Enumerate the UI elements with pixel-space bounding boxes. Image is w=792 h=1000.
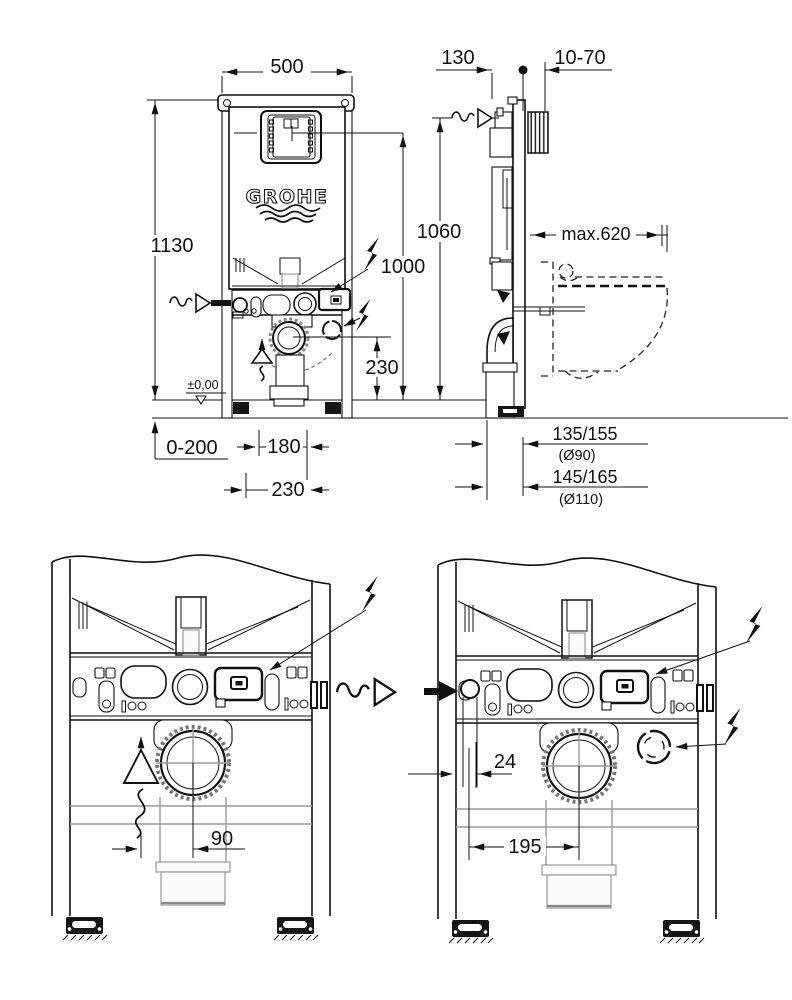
svg-text:max.620: max.620	[561, 224, 630, 244]
lightning-bolt-icon	[269, 576, 378, 671]
dim-bowl-max-depth: max.620	[530, 224, 668, 252]
dim-side-height: 1060	[416, 117, 463, 400]
svg-text:230: 230	[365, 357, 398, 379]
lightning-bolt-icon	[655, 606, 763, 675]
dim-inlet-offset: 24	[408, 742, 516, 788]
heat-warning-icon	[250, 338, 274, 382]
svg-text:500: 500	[270, 56, 303, 78]
detail-view-right: 24 195	[408, 555, 763, 945]
svg-text:1000: 1000	[381, 256, 426, 278]
dim-drain-offset: 195	[468, 748, 580, 860]
front-view: GROHE	[169, 94, 355, 419]
water-flow-icon	[169, 293, 231, 313]
dim-floor-buildup: 0-200	[151, 421, 228, 460]
lightning-bolt-icon	[675, 708, 741, 750]
insert-arrow-icon	[424, 681, 458, 701]
floor-level-marker: ±0,00	[186, 378, 226, 406]
side-view	[451, 96, 669, 419]
water-flow-icon	[451, 108, 499, 128]
dim-actuator-height: 1000	[234, 126, 426, 400]
dim-outlet-offset-a: 180	[237, 430, 329, 498]
dim-wall-distance: 10-70	[518, 47, 612, 111]
dim-outlet-height: 230	[293, 336, 402, 400]
dim-drain-pos-90: 135/155	[552, 424, 617, 444]
knockout-opening	[636, 729, 672, 765]
svg-text:0-200: 0-200	[166, 437, 217, 459]
detail-view-left: 90	[50, 552, 397, 942]
toilet-bowl-outline	[539, 261, 669, 379]
dim-drain-dia-110: (Ø110)	[559, 492, 603, 508]
water-flow-icon	[335, 677, 397, 707]
svg-text:1060: 1060	[417, 221, 462, 243]
dim-clearance-left: 90	[112, 763, 245, 858]
brand-text: GROHE	[246, 186, 329, 208]
svg-text:195: 195	[508, 836, 541, 858]
svg-text:1130: 1130	[150, 235, 193, 257]
knockout-opening	[322, 320, 342, 340]
svg-text:130: 130	[441, 47, 474, 69]
floor-lines	[152, 399, 788, 419]
lightning-bolt-icon	[330, 237, 379, 293]
lightning-bolt-icon	[343, 299, 371, 332]
svg-text:180: 180	[267, 436, 300, 458]
dim-frame-height: 1130	[147, 99, 219, 400]
svg-text:230: 230	[271, 479, 304, 501]
front-bracket-band	[232, 287, 352, 319]
svg-text:24: 24	[494, 751, 516, 773]
dim-drain-dia-90: (Ø90)	[558, 448, 595, 464]
electrical-connector-box	[317, 287, 352, 312]
dim-frame-width: 500	[221, 56, 353, 93]
dimensions-top: 500 130 10-70 1130	[147, 47, 668, 508]
flush-plate-recess	[260, 110, 322, 164]
dim-drain-positions: 135/155 (Ø90) 145/165 (Ø110)	[455, 420, 648, 508]
svg-text:90: 90	[211, 828, 233, 850]
grohe-logo: GROHE	[245, 185, 329, 223]
dim-outlet-offset-b: 230	[224, 473, 329, 501]
wall-bracket-rod	[527, 111, 549, 154]
water-inlet-port	[460, 679, 480, 699]
svg-text:±0,00: ±0,00	[187, 378, 218, 392]
dim-frame-depth: 130	[436, 47, 493, 99]
svg-text:10-70: 10-70	[554, 47, 605, 69]
grohe-logo-waves	[255, 204, 321, 223]
heat-warning-icon	[122, 736, 160, 839]
dim-drain-pos-110: 145/165	[552, 467, 617, 487]
water-inlet-port	[232, 297, 248, 313]
